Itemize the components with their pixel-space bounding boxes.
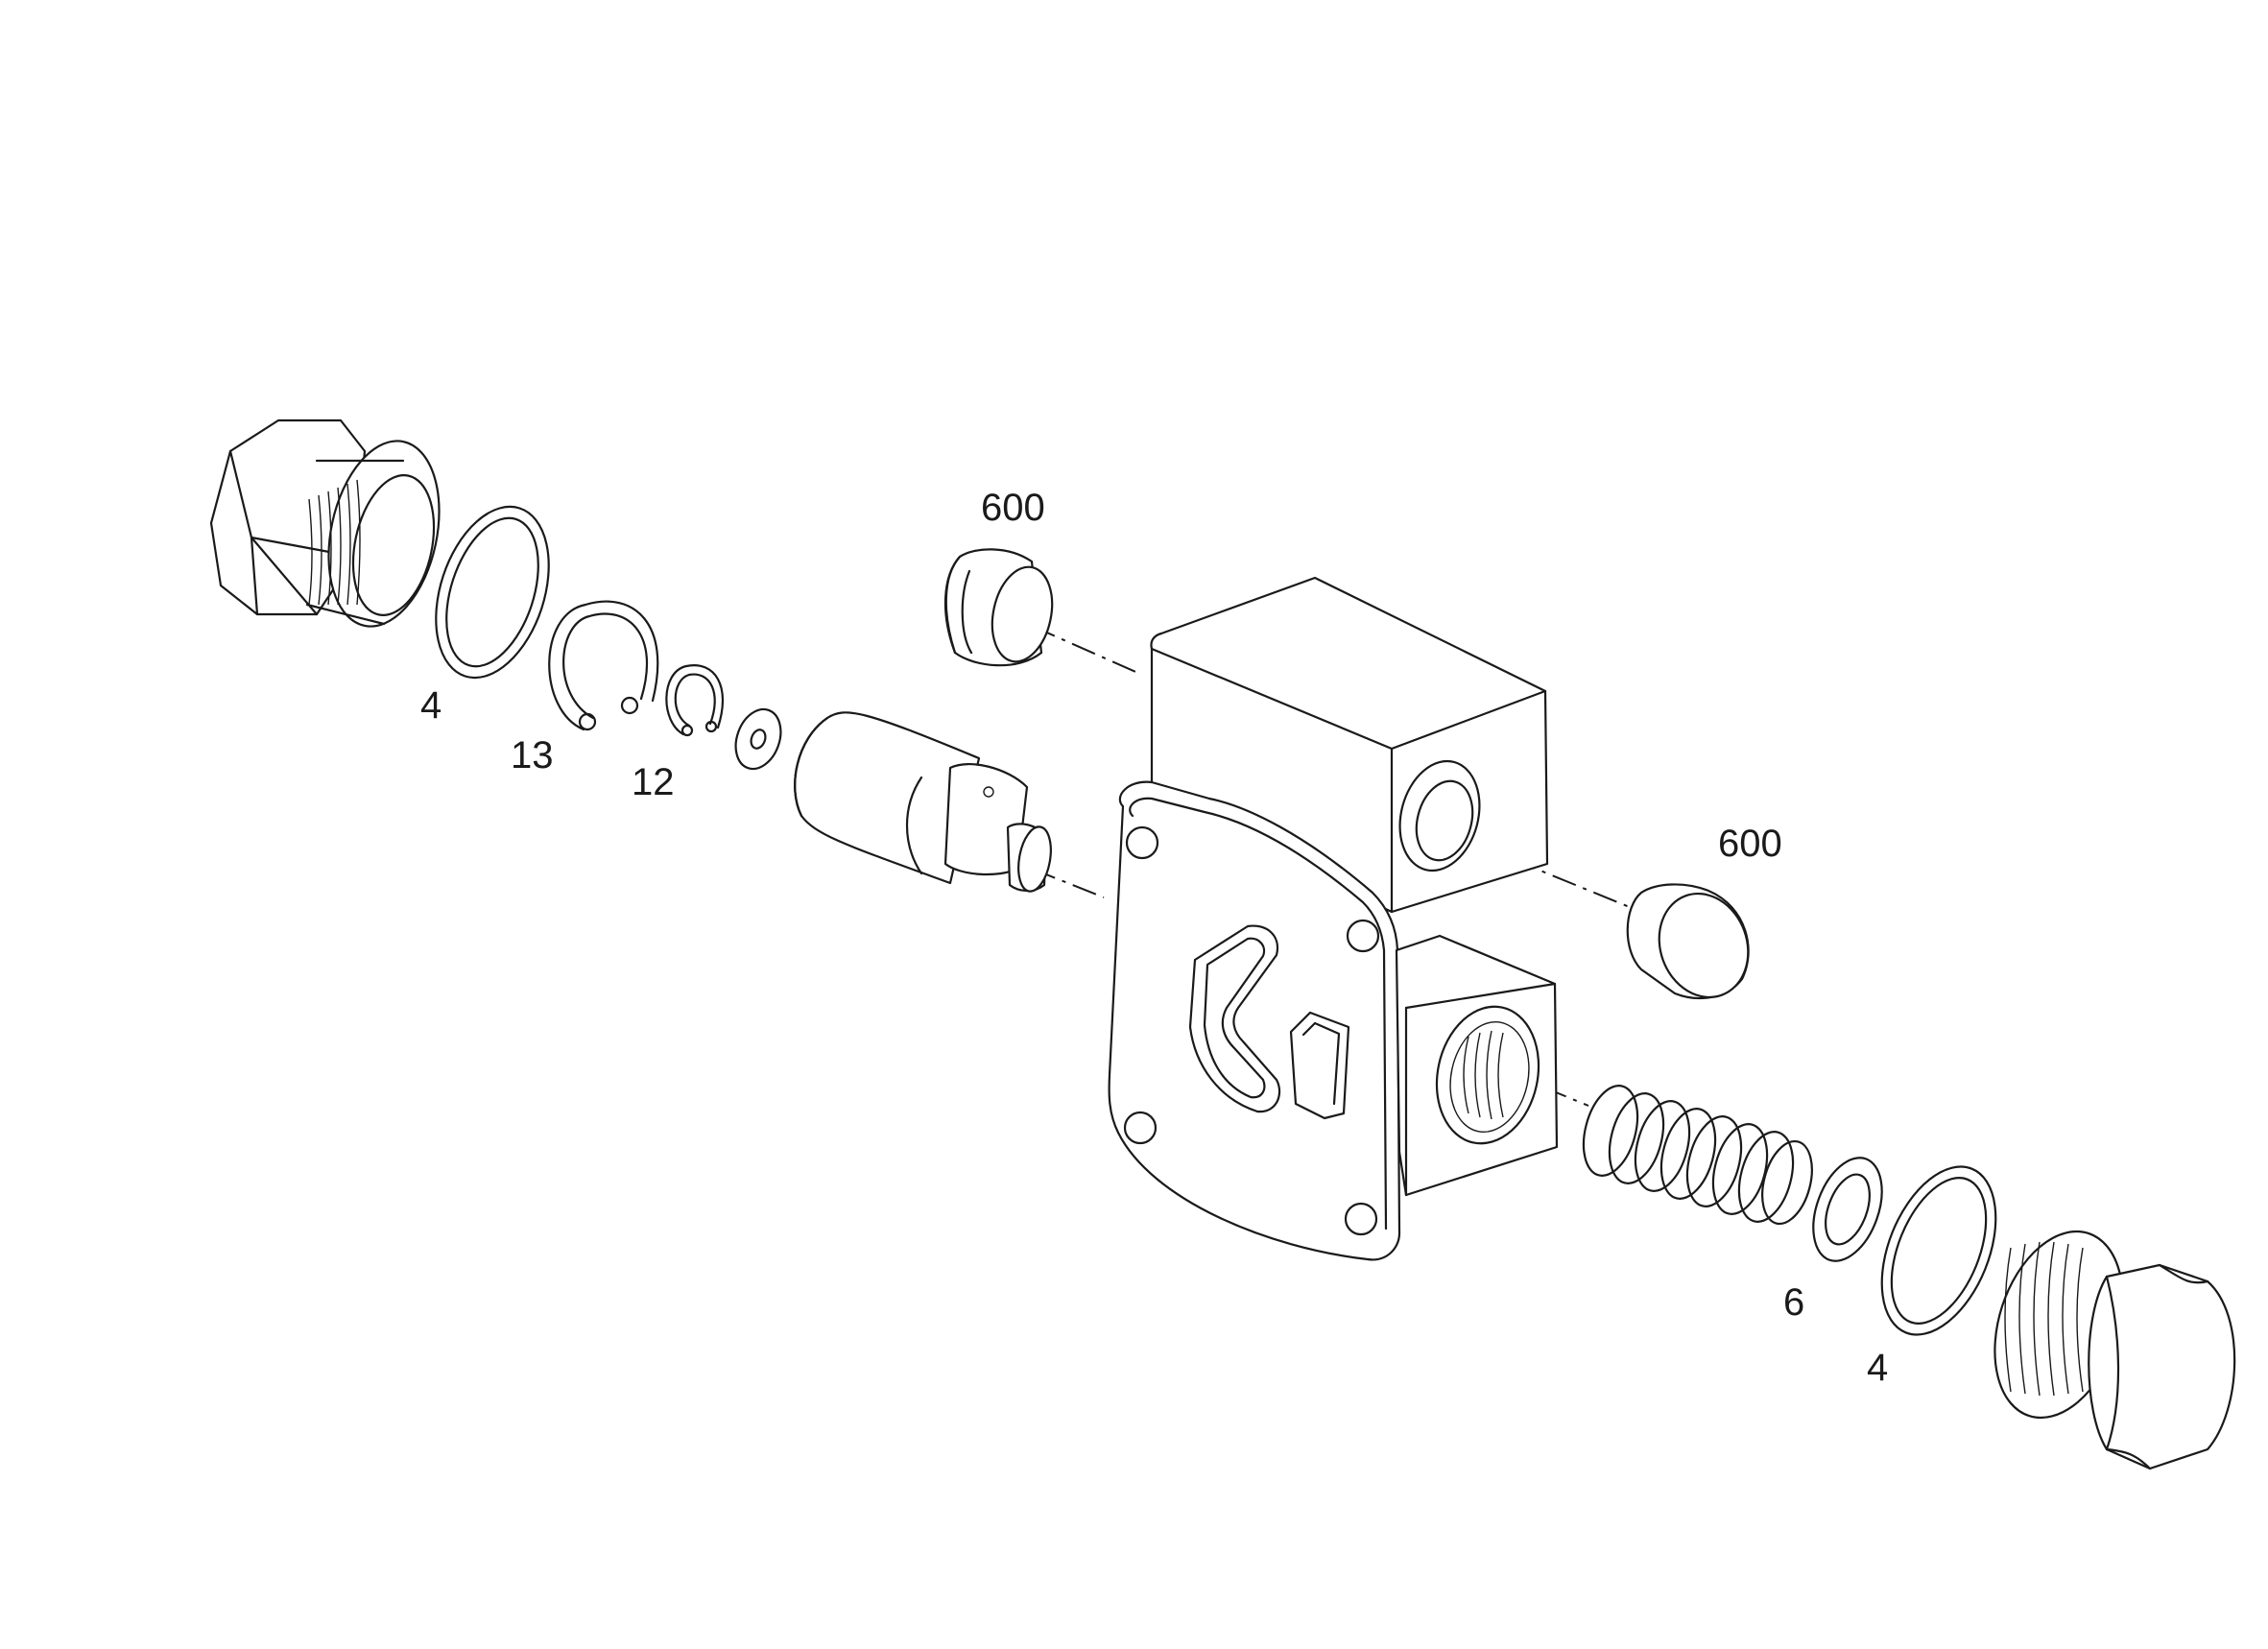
screw-plug-left xyxy=(209,418,441,628)
callout-retaining-ring-small: 12 xyxy=(632,761,675,803)
valve-piston xyxy=(794,711,1052,893)
seal-ring-right xyxy=(1880,1165,1997,1336)
seal-ring-left xyxy=(435,505,550,680)
washer-small xyxy=(734,707,782,771)
callout-plug-seat-top: 600 xyxy=(981,487,1045,529)
callout-labels: 600 4 13 12 600 6 4 xyxy=(420,487,1888,1389)
screw-plug-right xyxy=(1993,1230,2236,1470)
valve-housing xyxy=(1108,576,1559,1261)
compression-spring xyxy=(1582,1085,1813,1226)
plug-seat-top xyxy=(943,548,1054,667)
shim-washer xyxy=(1812,1157,1883,1262)
callout-seal-ring-right: 4 xyxy=(1867,1347,1888,1389)
retaining-ring-small xyxy=(665,664,725,737)
plug-seat-right xyxy=(1626,883,1750,1000)
retaining-ring-large xyxy=(548,600,659,731)
callout-plug-seat-right: 600 xyxy=(1718,823,1782,865)
callout-retaining-ring-large: 13 xyxy=(511,734,554,777)
callout-shim-washer: 6 xyxy=(1783,1281,1804,1324)
callout-seal-ring-left: 4 xyxy=(420,684,442,727)
